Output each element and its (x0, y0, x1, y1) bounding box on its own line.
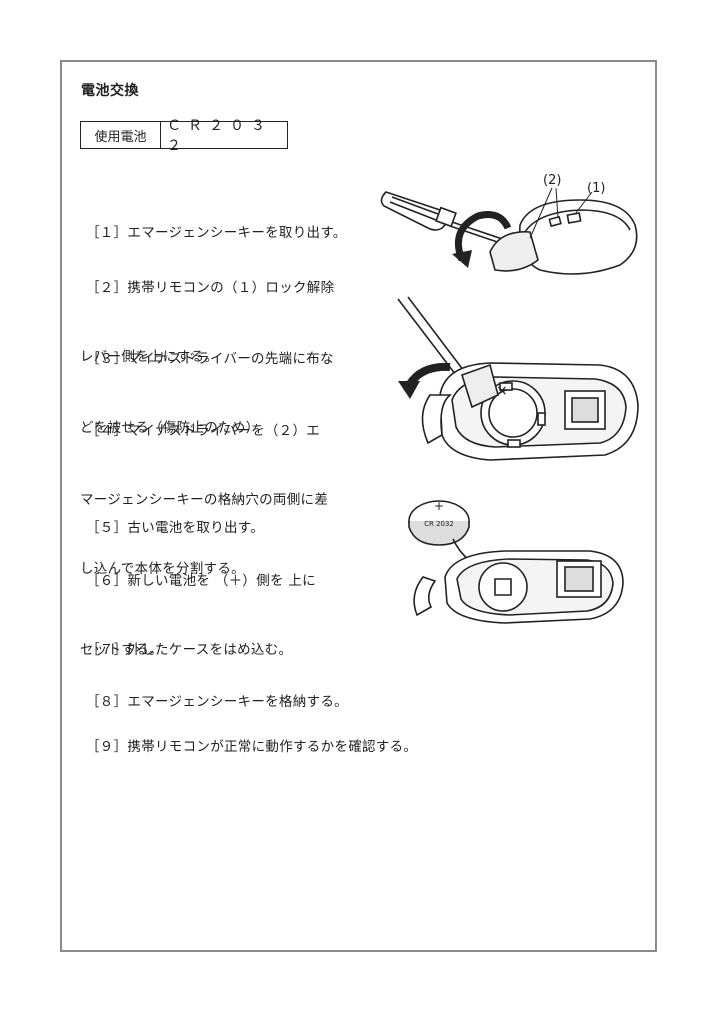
step-4-line-2: マージェンシーキーの格納穴の両側に差 (80, 492, 329, 508)
callout-1-label: (1) (587, 181, 605, 196)
step-6-line-2: セットする。 (80, 642, 163, 658)
callout-2-label: (2) (543, 173, 561, 188)
step-8: ［８］エマージェンシーキーを格納する。 (86, 645, 348, 737)
coin-model-label: CR 2032 (424, 520, 454, 528)
step-9: ［９］携帯リモコンが正常に動作するかを確認する。 (86, 690, 417, 782)
page-frame (60, 60, 657, 952)
key-fob-icon (489, 199, 638, 275)
step-7: ［７］外したケースをはめ込む。 (86, 593, 292, 685)
figure-pry-open-illustration: (2) (1) (380, 173, 638, 275)
step-4-line-1: ［４］マイナスドライバーを（２）エ (86, 423, 321, 439)
step-2-line-1: ［２］携帯リモコンの（１）ロック解除 (86, 280, 335, 296)
step-8-line-1: ［８］エマージェンシーキーを格納する。 (86, 694, 348, 710)
step-3-line-1: ［３］マイナスドライバーの先端に布な (86, 351, 334, 367)
step-1: ［１］エマージェンシーキーを取り出す。 (86, 176, 347, 268)
case-lower-icon (413, 550, 624, 624)
step-4: ［４］マイナスドライバーを（２）エ マージェンシーキーの格納穴の両側に差 し込ん… (80, 374, 328, 604)
battery-mark: × (496, 383, 508, 399)
coin-plus-label: + (434, 499, 444, 513)
step-9-line-1: ［９］携帯リモコンが正常に動作するかを確認する。 (86, 739, 418, 755)
battery-spec-label: 使用電池 (81, 122, 161, 148)
step-6: ［６］新しい電池を （＋）側を 上に セットする。 (80, 524, 316, 685)
rotate-arrow-icon (455, 211, 512, 262)
step-3-line-2: どを被せる（傷防止のため） (80, 420, 260, 436)
step-2: ［２］携帯リモコンの（１）ロック解除 レバー側を上にする。 (80, 231, 335, 392)
step-7-line-1: ［７］外したケースをはめ込む。 (86, 642, 293, 658)
battery-spec-value: ＣＲ２０３２ (167, 118, 272, 154)
step-2-line-2: レバー側を上にする。 (80, 349, 219, 365)
figure-insert-battery-illustration: + CR 2032 (408, 499, 624, 624)
step-1-line-1: ［１］エマージェンシーキーを取り出す。 (86, 225, 347, 241)
case-body-icon (421, 362, 639, 461)
coin-battery-icon: + CR 2032 (408, 499, 470, 546)
page-title: 電池交換 (81, 83, 139, 99)
step-6-line-1: ［６］新しい電池を （＋）側を 上に (86, 573, 316, 589)
step-4-line-3: し込んで本体を分割する。 (80, 561, 245, 577)
step-3: ［３］マイナスドライバーの先端に布な どを被せる（傷防止のため） (80, 302, 334, 463)
battery-spec-table: 使用電池 ＣＲ２０３２ (80, 118, 288, 154)
figure-opened-case-illustration: × (397, 296, 639, 461)
step-5-line-1: ［５］古い電池を取り出す。 (86, 520, 265, 536)
step-5: ［５］古い電池を取り出す。 (86, 471, 264, 563)
